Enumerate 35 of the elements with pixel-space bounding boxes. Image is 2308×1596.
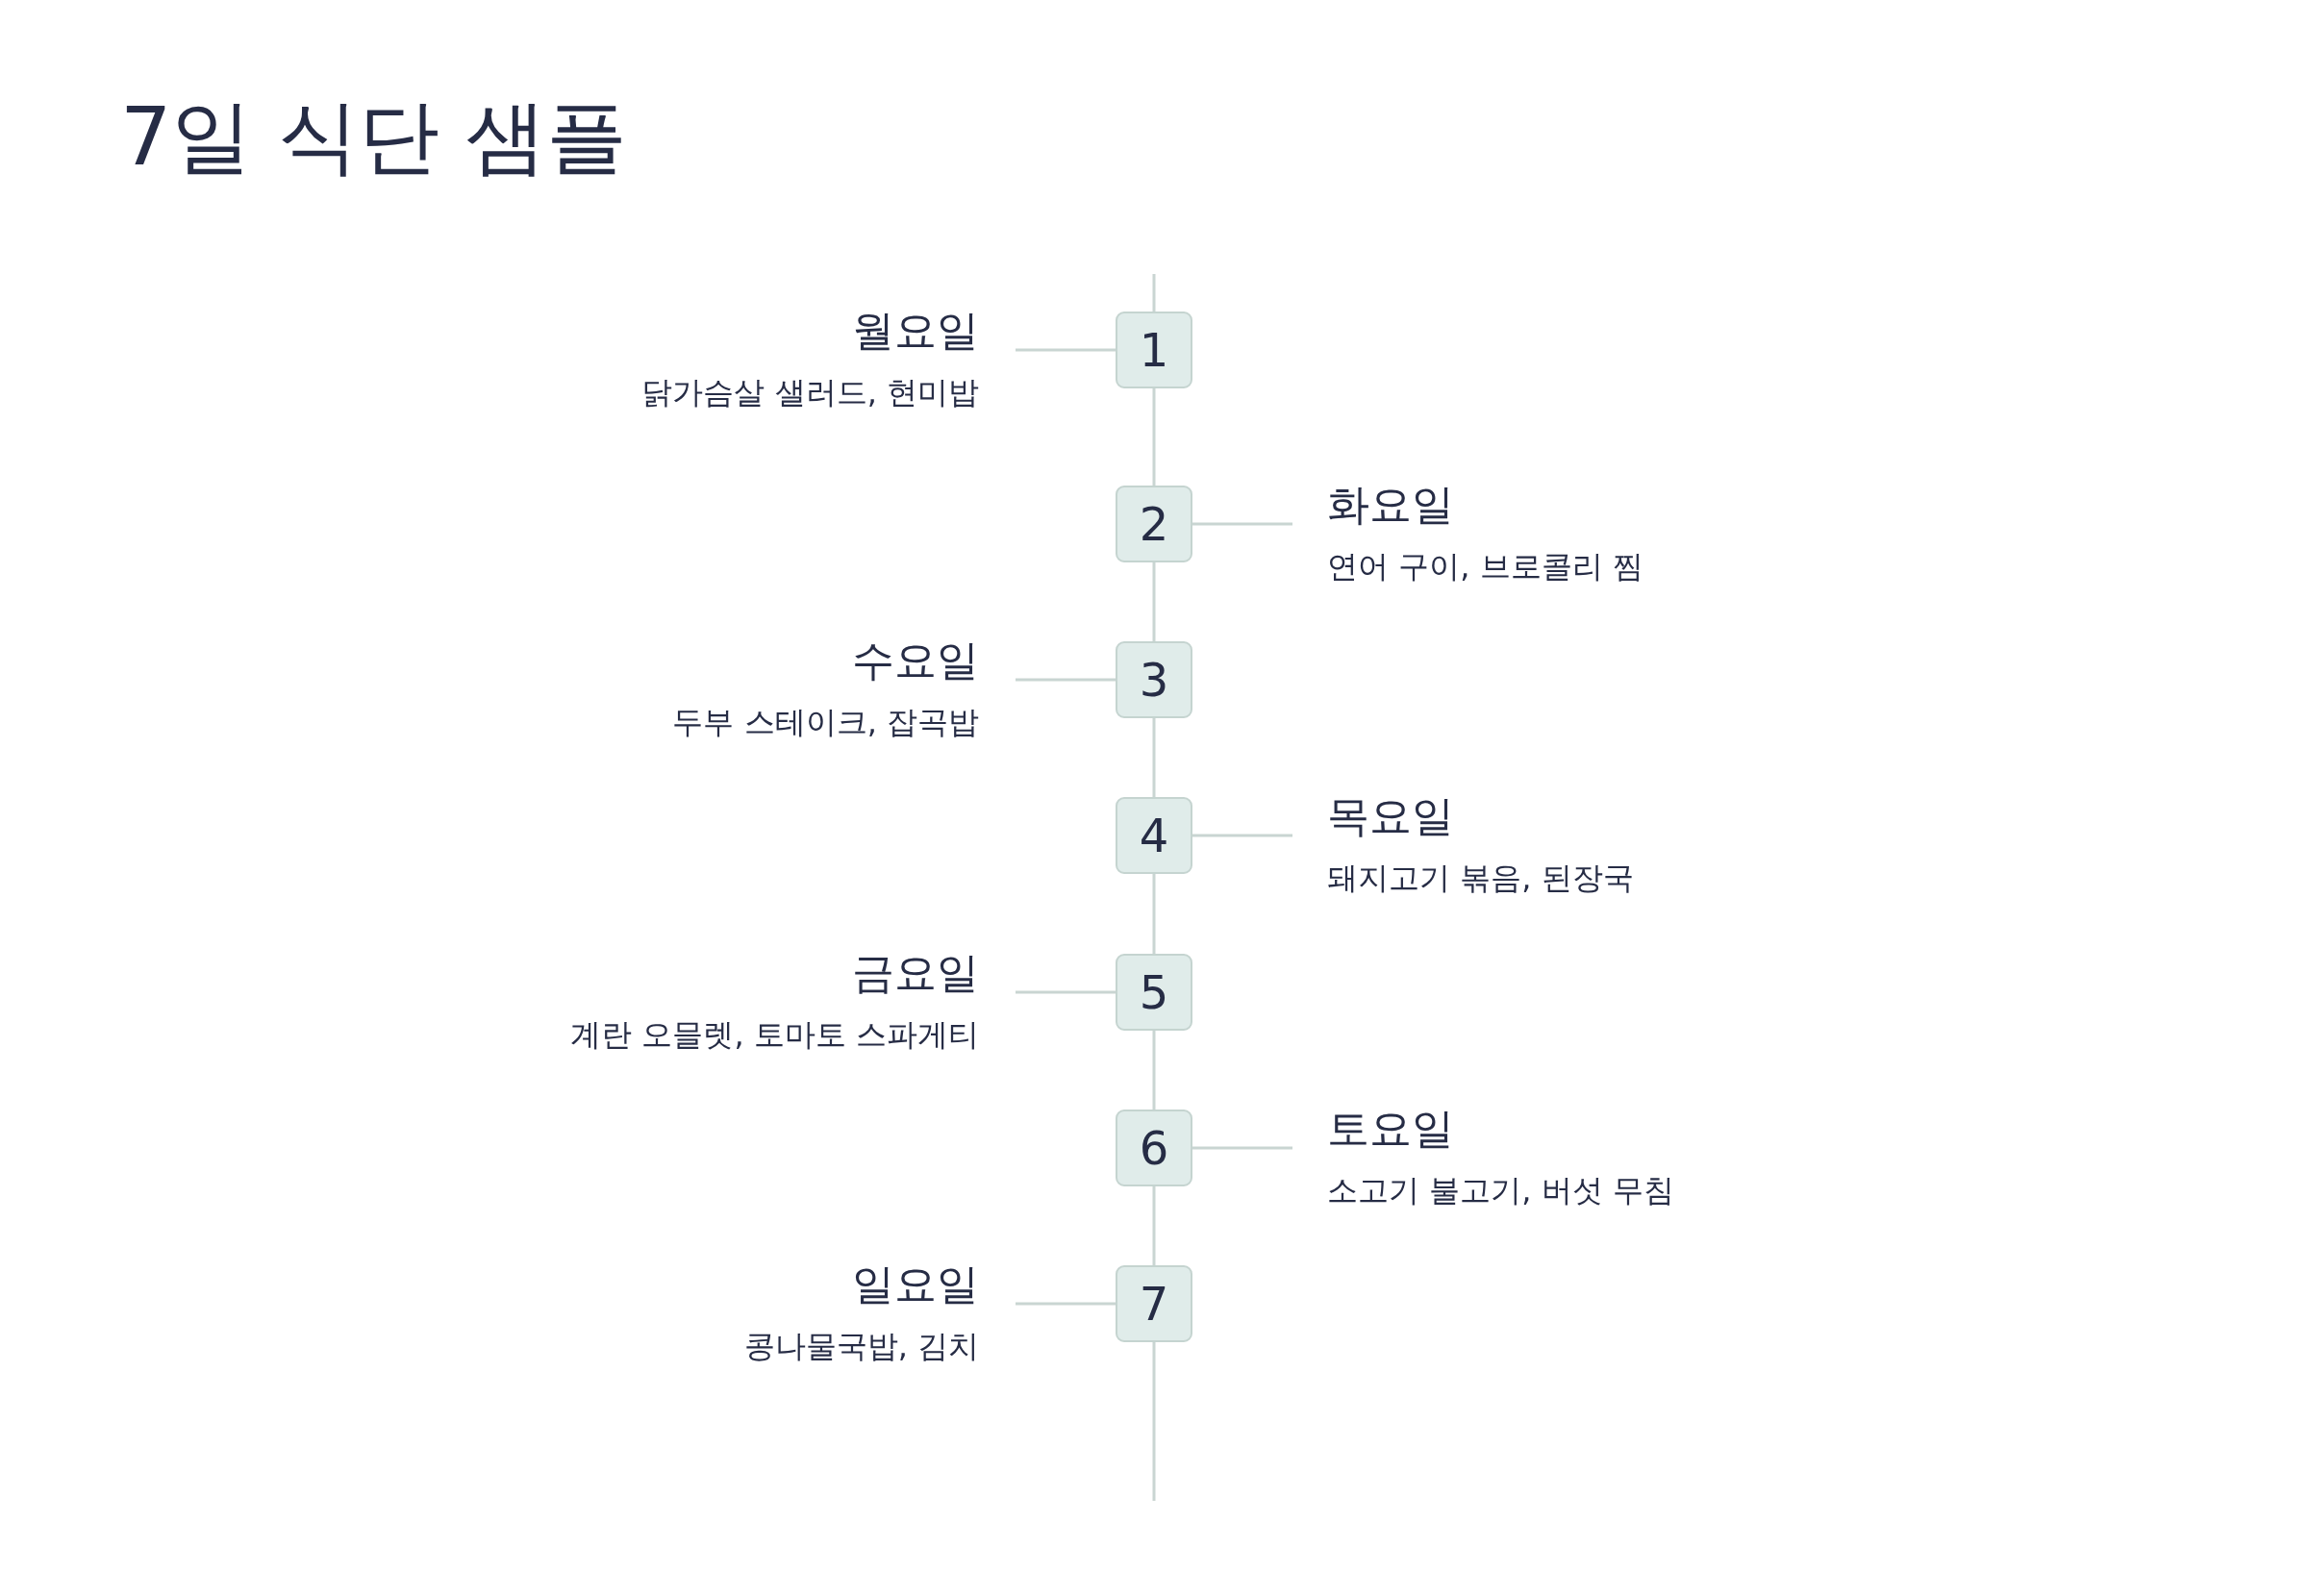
- timeline-line: [1152, 718, 1156, 797]
- timeline-line: [1152, 1186, 1156, 1265]
- connector-line: [1016, 1302, 1116, 1306]
- day-heading: 수요일: [852, 635, 979, 686]
- meal-text: 돼지고기 볶음, 된장국: [1327, 859, 1634, 898]
- meal-text: 닭가슴살 샐러드, 현미밥: [641, 373, 979, 412]
- connector-line: [1192, 1146, 1292, 1150]
- step-number: 5: [1116, 954, 1192, 1031]
- diagram-title: 7일 식단 샘플: [120, 88, 627, 186]
- meal-text: 콩나물국밥, 김치: [743, 1327, 979, 1366]
- day-heading: 월요일: [852, 305, 979, 357]
- connector-line: [1192, 522, 1292, 526]
- connector-line: [1192, 834, 1292, 837]
- timeline-line: [1152, 1031, 1156, 1110]
- timeline-line: [1152, 388, 1156, 486]
- step-number: 3: [1116, 641, 1192, 718]
- day-heading: 일요일: [852, 1259, 979, 1310]
- day-heading: 목요일: [1327, 790, 1454, 842]
- day-heading: 토요일: [1327, 1103, 1454, 1155]
- step-number: 1: [1116, 312, 1192, 388]
- step-number: 7: [1116, 1265, 1192, 1342]
- meal-text: 연어 구이, 브로콜리 찜: [1327, 547, 1643, 586]
- meal-text: 소고기 불고기, 버섯 무침: [1327, 1171, 1674, 1210]
- connector-line: [1016, 348, 1116, 352]
- timeline-line: [1152, 874, 1156, 954]
- step-number: 2: [1116, 486, 1192, 562]
- timeline-line: [1152, 562, 1156, 641]
- day-heading: 금요일: [852, 947, 979, 999]
- step-number: 4: [1116, 797, 1192, 874]
- meal-text: 두부 스테이크, 잡곡밥: [672, 703, 979, 742]
- step-number: 6: [1116, 1110, 1192, 1186]
- connector-line: [1016, 678, 1116, 682]
- day-heading: 화요일: [1327, 479, 1454, 531]
- connector-line: [1016, 990, 1116, 994]
- meal-text: 계란 오믈렛, 토마토 스파게티: [570, 1015, 979, 1055]
